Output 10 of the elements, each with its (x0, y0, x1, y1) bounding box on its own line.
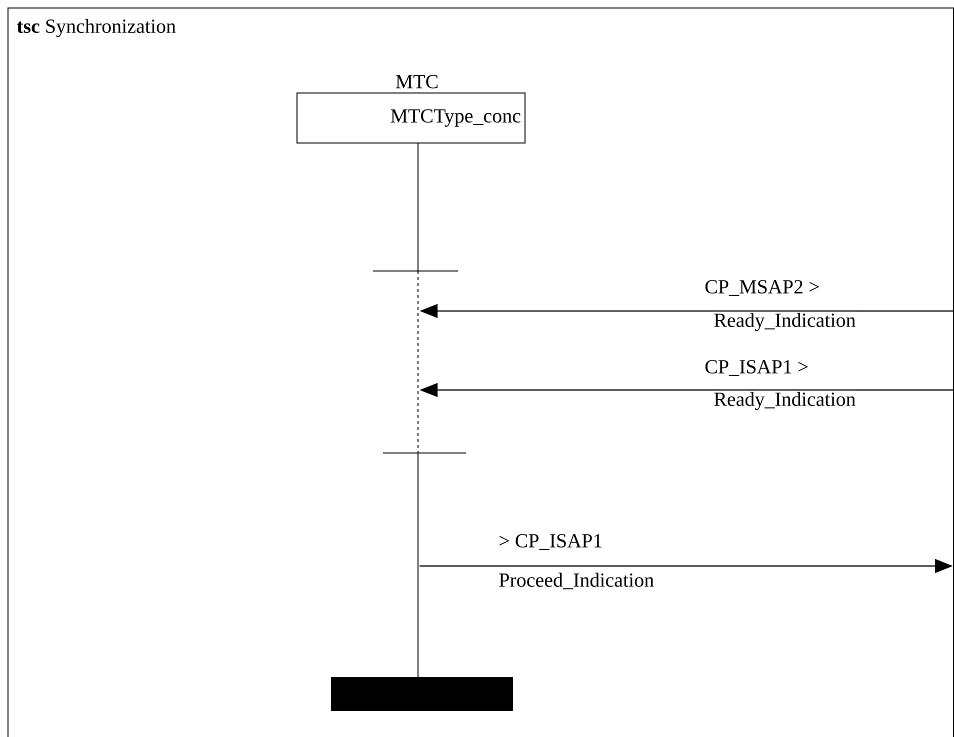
port-label: CP_ISAP1 > (705, 360, 808, 376)
edge-label: Proceed_Indication (499, 572, 654, 590)
frame-title: tsc Synchronization (16, 18, 176, 38)
port-label: > CP_ISAP1 (500, 534, 602, 550)
port-label: CP_MSAP2 > (705, 280, 819, 296)
edge-label: Ready_Indication (714, 312, 856, 332)
instance-box: MTCType_conc (296, 92, 526, 144)
stop-bar (331, 677, 513, 711)
edge-label: Ready_Indication (714, 392, 856, 410)
instance-name: MTC (396, 74, 438, 88)
